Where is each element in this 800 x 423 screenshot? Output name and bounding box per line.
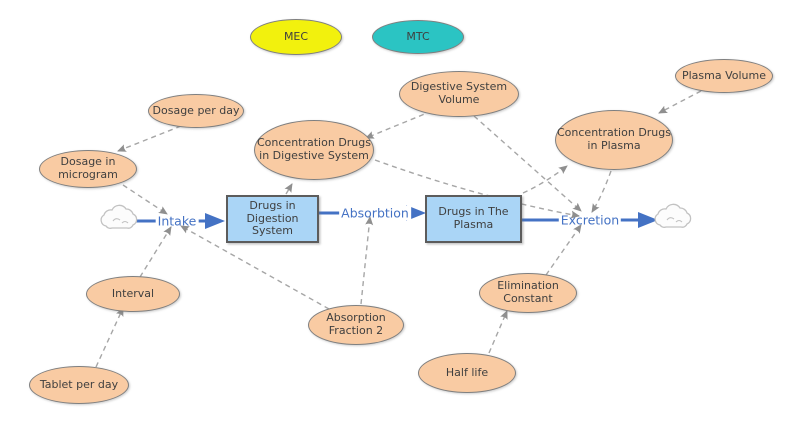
stock-drugs-in-digestion-system[interactable]: Drugs in Digestion System: [226, 195, 319, 243]
variable-mec[interactable]: MEC: [250, 19, 342, 55]
variable-label: Dosage per day: [152, 103, 240, 117]
connector-digestive-volume-to-conc-digestive[interactable]: [365, 110, 433, 139]
connector-digestion-stock-to-conc-digestive[interactable]: [284, 183, 293, 195]
variable-concentration-drugs-in-digestive-system[interactable]: Concentration Drugs in Digestive System: [254, 120, 374, 180]
connector-conc-plasma-to-excretion[interactable]: [591, 170, 612, 213]
connector-elimination-constant-to-excretion[interactable]: [545, 224, 582, 276]
connector-plasma-volume-to-conc-plasma[interactable]: [658, 90, 702, 114]
variable-label: MTC: [406, 29, 430, 43]
stock-label: Drugs in The Plasma: [438, 205, 509, 231]
variable-label: Dosage in microgram: [58, 155, 118, 181]
variable-label: Elimination Constant: [497, 279, 559, 305]
variable-concentration-drugs-in-plasma[interactable]: Concentration Drugs in Plasma: [555, 110, 673, 170]
variable-dosage-in-microgram[interactable]: Dosage in microgram: [39, 150, 137, 188]
connector-plasma-stock-to-conc-plasma[interactable]: [522, 165, 568, 194]
variable-label: Concentration Drugs in Digestive System: [257, 136, 371, 162]
variable-elimination-constant[interactable]: Elimination Constant: [479, 273, 577, 313]
variable-label: Plasma Volume: [681, 68, 767, 82]
variable-dosage-per-day[interactable]: Dosage per day: [148, 94, 244, 128]
flow-label-absorbtion[interactable]: Absorbtion: [339, 205, 411, 221]
variable-tablet-per-day[interactable]: Tablet per day: [29, 366, 129, 404]
variable-label: Interval: [111, 286, 155, 300]
variable-label: Half life: [445, 365, 489, 379]
variable-label: Digestive System Volume: [410, 80, 508, 106]
cloud-source-icon[interactable]: [100, 204, 138, 229]
flow-label-intake[interactable]: Intake: [155, 213, 199, 229]
stock-label: Drugs in Digestion System: [246, 199, 299, 238]
variable-interval[interactable]: Interval: [86, 276, 180, 312]
connector-tablet-per-day-to-interval[interactable]: [95, 307, 124, 368]
connector-half-life-to-elimination-constant[interactable]: [488, 310, 508, 354]
variable-digestive-system-volume[interactable]: Digestive System Volume: [399, 71, 519, 117]
connector-dosage-per-day-to-dosage-in-microgram[interactable]: [117, 125, 182, 152]
variable-label: Concentration Drugs in Plasma: [557, 126, 671, 152]
variable-label: Tablet per day: [39, 377, 119, 391]
connector-interval-to-intake[interactable]: [139, 226, 172, 278]
cloud-sink-icon[interactable]: [654, 203, 692, 228]
connector-dosage-in-microgram-to-intake[interactable]: [122, 184, 168, 215]
variable-label: MEC: [283, 29, 309, 43]
variable-label: Absorption Fraction 2: [326, 311, 386, 337]
variable-absorption-fraction-2[interactable]: Absorption Fraction 2: [308, 305, 404, 345]
stock-drugs-in-the-plasma[interactable]: Drugs in The Plasma: [425, 195, 522, 243]
variable-mtc[interactable]: MTC: [372, 20, 464, 54]
variable-plasma-volume[interactable]: Plasma Volume: [675, 59, 773, 93]
variable-half-life[interactable]: Half life: [418, 353, 516, 393]
flow-label-excretion[interactable]: Excretion: [558, 212, 622, 228]
connector-absorption-fraction-to-absorbtion[interactable]: [360, 216, 374, 305]
